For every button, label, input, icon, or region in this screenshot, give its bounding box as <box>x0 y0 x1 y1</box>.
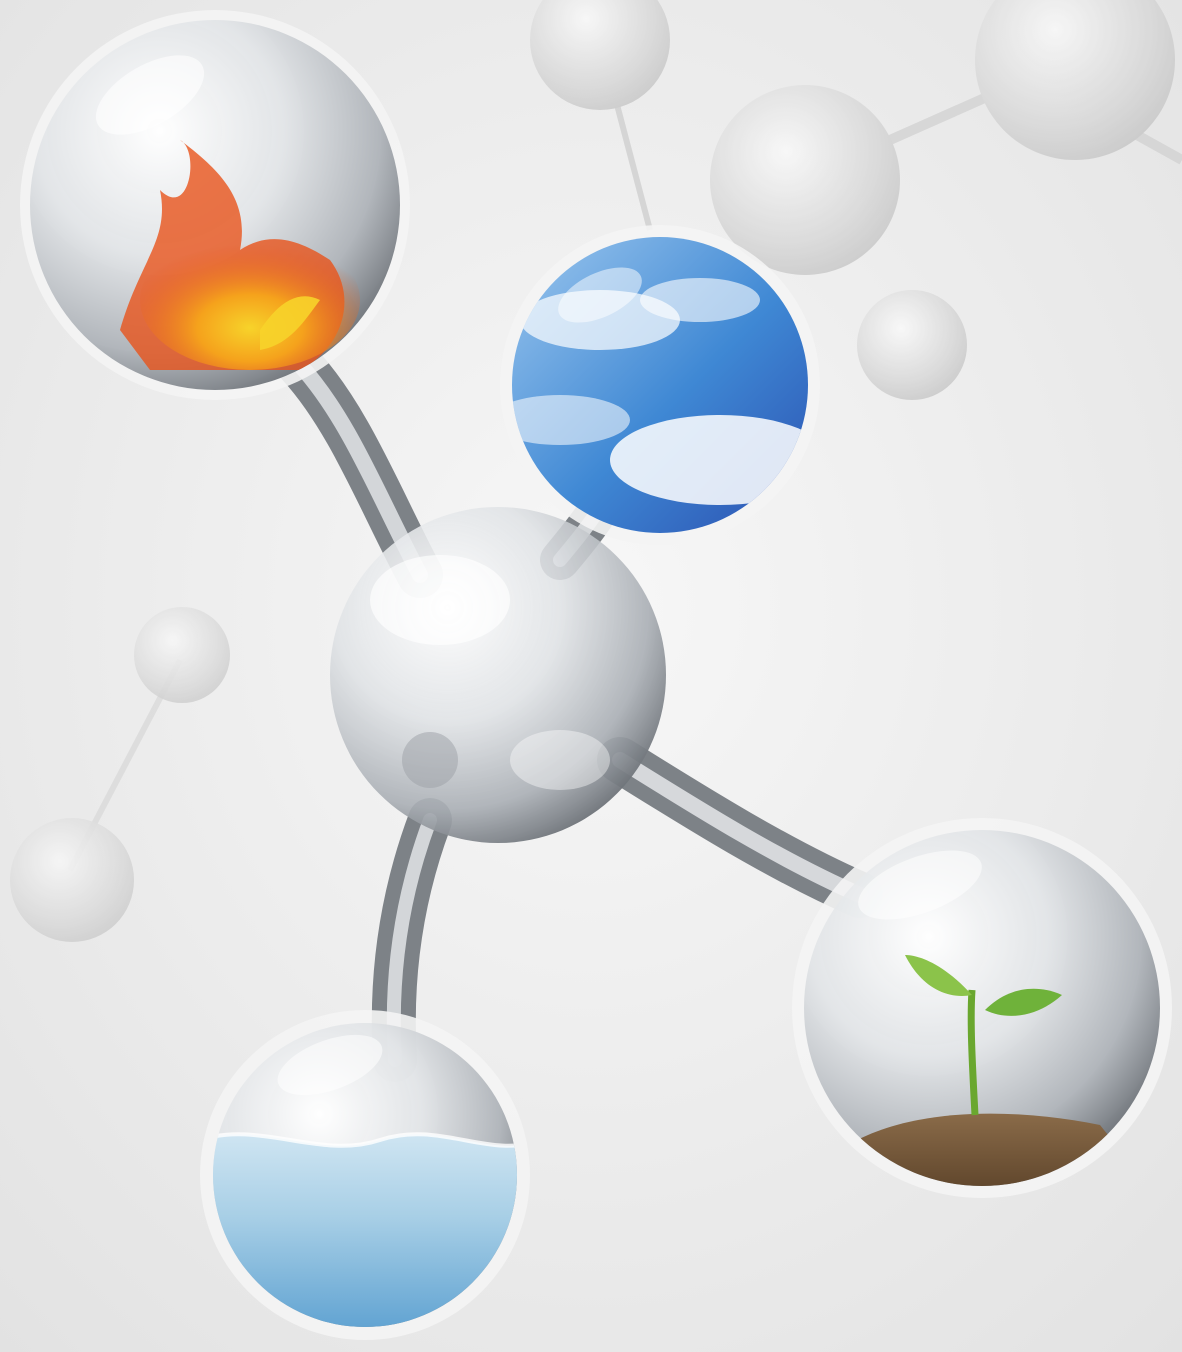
sprout-leaf-right-icon <box>985 988 1062 1016</box>
central-glass-atom <box>330 507 666 843</box>
sprout-leaf-left-icon <box>905 955 972 996</box>
water-sphere <box>200 1010 530 1340</box>
background-molecules <box>10 0 1182 942</box>
fire-sphere <box>20 10 410 400</box>
air-sphere <box>500 225 820 545</box>
earth-sphere <box>792 818 1172 1198</box>
